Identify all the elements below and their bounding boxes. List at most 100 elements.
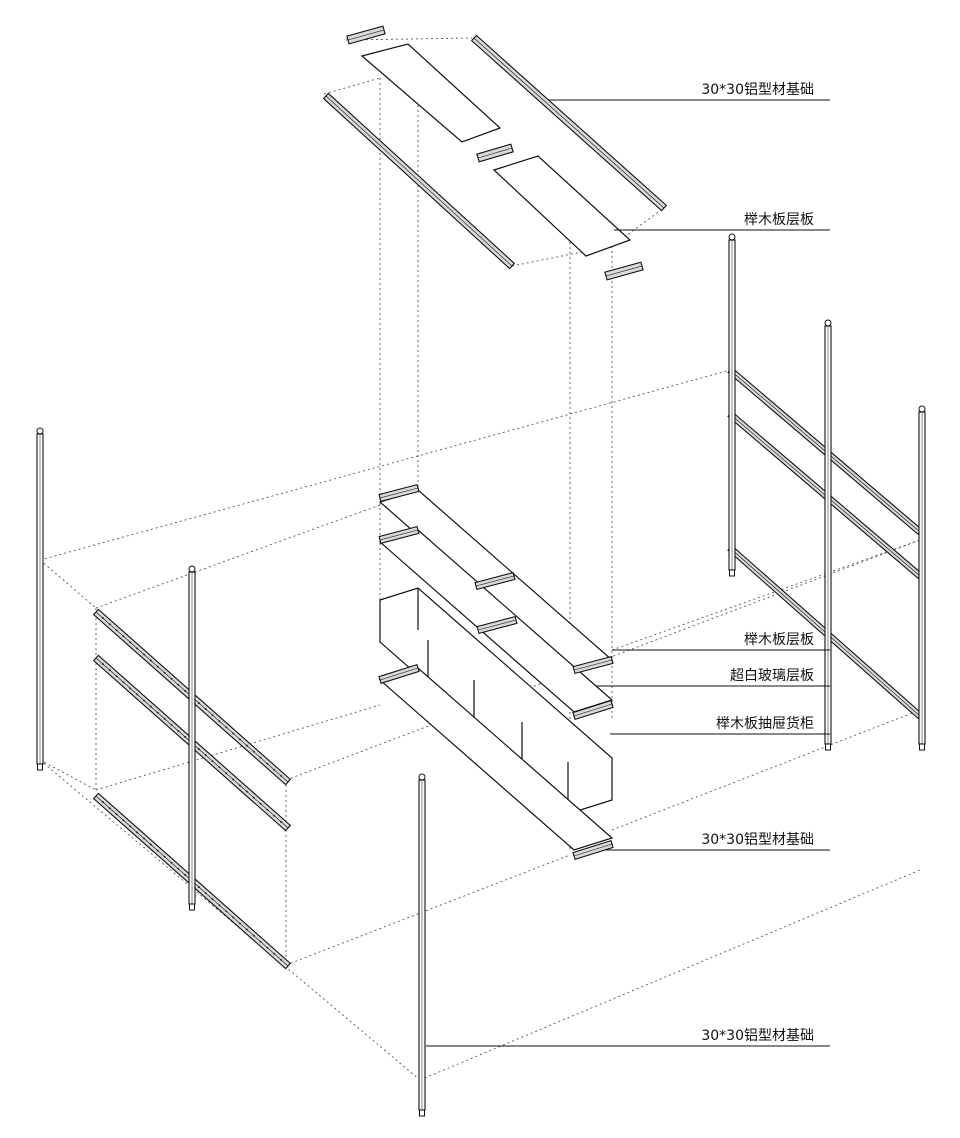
left-perforated-rail-hole xyxy=(232,732,235,735)
plywood-panel xyxy=(492,155,632,257)
top-short-rail xyxy=(476,143,514,163)
left-perforated-rail-hole xyxy=(280,775,283,777)
callout-label: 30*30铝型材基础 xyxy=(701,81,814,98)
shelf-edge-rail xyxy=(378,525,420,545)
left-perforated-rail-hole xyxy=(259,756,262,759)
left-perforated-rail-hole xyxy=(225,910,228,913)
left-perforated-rail-hole xyxy=(204,892,207,895)
left-perforated-rail-hole xyxy=(143,653,145,656)
guide-line xyxy=(419,869,921,1081)
left-perforated-rail-hole xyxy=(232,778,235,781)
left-perforated-rail-hole xyxy=(177,867,180,870)
left-perforated-rail-hole xyxy=(184,874,187,876)
guide-line xyxy=(285,854,571,966)
shelf-edge-rail xyxy=(378,483,420,503)
callout-drawer-cabinet: 榉木板抽屉货柜 xyxy=(610,715,830,735)
callout-label: 30*30铝型材基础 xyxy=(701,831,814,848)
callout-label: 超白玻璃层板 xyxy=(730,667,814,684)
top-short-rail-groove xyxy=(477,147,513,159)
left-mid-post xyxy=(188,565,196,911)
guide-line xyxy=(95,704,381,791)
left-perforated-rail-hole xyxy=(266,762,269,765)
left-perforated-rail-hole xyxy=(184,690,187,692)
left-perforated-rail-hole xyxy=(273,768,276,771)
left-perforated-rail-hole xyxy=(184,736,187,738)
left-front-post-cap xyxy=(36,427,44,435)
left-perforated-rail-hole xyxy=(245,744,248,747)
left-perforated-rail-hole xyxy=(225,726,228,729)
right-mid-post xyxy=(824,319,832,751)
left-perforated-rail-hole xyxy=(136,647,139,650)
shelf-edge-rail xyxy=(572,655,614,675)
left-perforated-rail-hole xyxy=(163,717,166,720)
callout-top-rail: 30*30铝型材基础 xyxy=(548,81,830,101)
top-short-rail-groove xyxy=(347,29,385,41)
left-perforated-rail-hole xyxy=(108,807,111,810)
left-perforated-rail-hole xyxy=(204,754,207,757)
top-long-rail-groove xyxy=(325,95,513,267)
left-perforated-rail-hole xyxy=(115,629,118,632)
front-floor-post xyxy=(418,773,426,1117)
guide-line xyxy=(39,369,731,561)
left-perforated-rail-hole xyxy=(156,849,159,852)
callout-label: 榉木板抽屉货柜 xyxy=(716,715,814,732)
right-mid-post-cap xyxy=(824,319,832,327)
left-perforated-rail-hole xyxy=(129,825,132,828)
right-back-post-foot xyxy=(729,569,735,577)
callout-glass-shelf: 超白玻璃层板 xyxy=(596,667,830,687)
left-perforated-rail-hole xyxy=(177,683,180,686)
callout-floor-post: 30*30铝型材基础 xyxy=(426,1027,830,1047)
shelf-edge-rail xyxy=(378,663,420,685)
guide-line xyxy=(95,504,381,609)
right-back-post xyxy=(728,233,736,577)
left-perforated-rail-hole xyxy=(197,748,200,750)
left-perforated-rail-hole xyxy=(149,659,152,662)
left-front-post xyxy=(36,427,44,771)
guide-line xyxy=(39,559,97,609)
left-perforated-rail-hole xyxy=(245,790,248,793)
left-perforated-rail-hole xyxy=(108,669,111,672)
right-front-post xyxy=(918,405,926,751)
shelf-edge-rail-groove xyxy=(379,529,419,541)
left-perforated-rail-hole xyxy=(252,796,255,799)
left-perforated-rail-hole xyxy=(101,663,104,665)
left-perforated-rail-hole xyxy=(211,760,214,763)
left-perforated-rail-hole xyxy=(239,784,241,787)
left-mid-post-foot xyxy=(189,903,195,911)
left-perforated-rail-hole xyxy=(108,623,111,626)
top-short-rail xyxy=(604,261,644,281)
left-perforated-rail-hole xyxy=(122,681,125,684)
left-front-post-foot xyxy=(37,763,43,771)
left-perforated-rail-hole xyxy=(218,766,221,769)
left-perforated-rail-hole xyxy=(239,738,241,741)
top-short-rail-groove xyxy=(605,265,643,277)
left-perforated-rail-hole xyxy=(280,959,283,961)
left-perforated-rail-hole xyxy=(259,802,262,805)
callout-group: 30*30铝型材基础 榉木板层板 榉木板层板 超白玻璃层板 榉木板抽屉货柜 30… xyxy=(426,81,830,1047)
left-perforated-rail-hole xyxy=(170,677,173,680)
shelf-edge-rail xyxy=(572,699,614,721)
shelf-edge-rail-groove xyxy=(379,487,419,499)
left-perforated-rail-hole xyxy=(177,729,180,732)
guide-line xyxy=(511,245,613,267)
guide-line xyxy=(39,759,97,791)
left-perforated-rail-hole xyxy=(232,916,235,919)
left-perforated-rail-hole xyxy=(225,772,228,775)
shelf-edge-rail-groove xyxy=(379,667,419,681)
left-perforated-rail-hole xyxy=(273,814,276,817)
left-perforated-rail-hole xyxy=(204,708,207,711)
left-perforated-rail-hole xyxy=(218,904,221,907)
guide-line xyxy=(345,37,473,41)
left-perforated-rail-hole xyxy=(273,952,276,955)
left-perforated-rail-hole xyxy=(218,720,221,723)
left-perforated-rail-hole xyxy=(122,819,125,822)
guide-line xyxy=(611,709,921,831)
shelf-stack xyxy=(378,489,614,851)
top-shelf-layer xyxy=(360,43,632,257)
shelf-edge-rail-groove xyxy=(477,619,517,631)
callout-label: 30*30铝型材基础 xyxy=(701,1027,814,1044)
right-front-post-cap xyxy=(918,405,926,413)
left-perforated-rail-hole xyxy=(245,928,248,931)
